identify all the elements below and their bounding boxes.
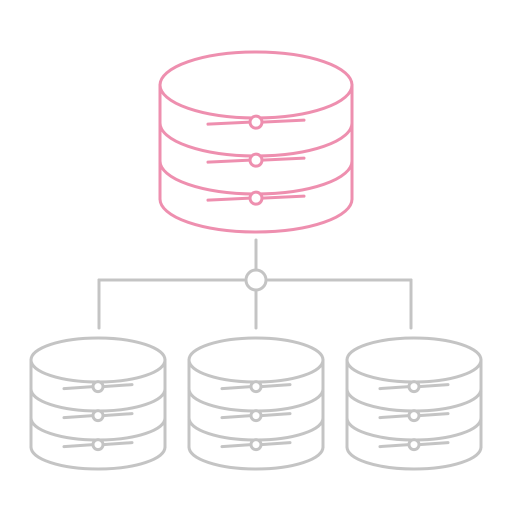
database-indicator-icon <box>248 152 264 168</box>
connector-lines <box>97 238 413 330</box>
database-indicator-icon <box>248 114 264 130</box>
database-indicator-icon <box>249 409 263 423</box>
database-indicator-icon <box>407 380 421 394</box>
child-database-icon-left <box>29 336 167 471</box>
database-indicator-icon <box>249 438 263 452</box>
database-indicator-icon <box>248 190 264 206</box>
child-database-icon-center <box>187 336 325 471</box>
primary-database-icon <box>158 50 354 234</box>
database-indicator-icon <box>91 380 105 394</box>
database-indicator-icon <box>249 380 263 394</box>
database-indicator-icon <box>91 438 105 452</box>
child-database-icon-right <box>345 336 483 471</box>
database-indicator-icon <box>91 409 105 423</box>
database-indicator-icon <box>407 438 421 452</box>
connector-node-icon <box>244 268 268 292</box>
database-indicator-icon <box>407 409 421 423</box>
